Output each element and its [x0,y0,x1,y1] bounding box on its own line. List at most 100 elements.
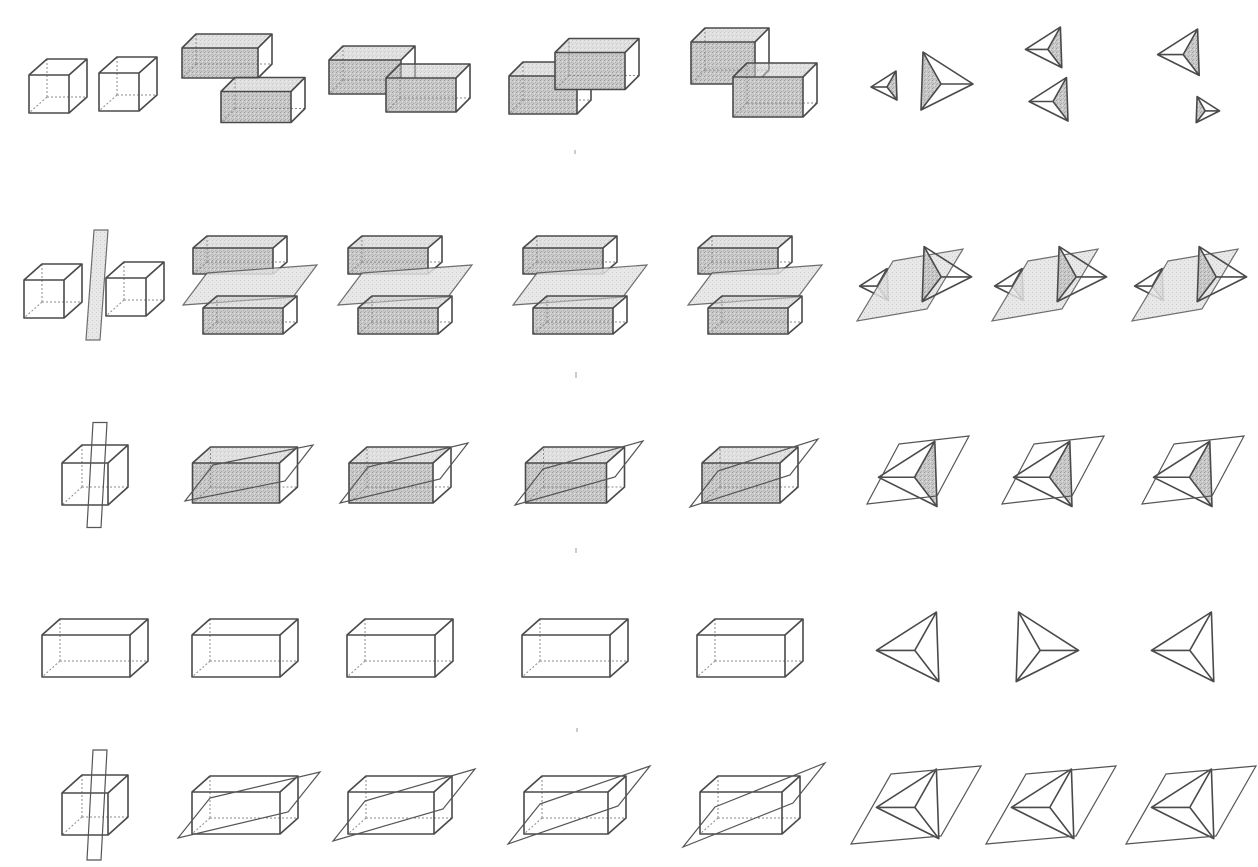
tetra-solid [1011,769,1073,839]
cell-1-8 [1158,29,1220,123]
cutting-plane [87,423,107,528]
cube-piece-right [106,262,164,316]
box-piece-lower [358,296,452,334]
cell-5-7 [986,766,1116,844]
cube-solid [62,775,128,835]
cell-3-4 [515,441,643,505]
tetra-solid [1151,612,1213,682]
row-pieces-with-plane [24,230,1247,340]
cube-piece-left [24,264,82,318]
shaded-face [203,308,283,334]
box-solid [192,776,298,834]
shaded-top [182,34,272,48]
cell-2-4 [513,236,647,334]
cell-4-3 [347,619,453,677]
hidden-edge [29,97,47,113]
cell-3-1 [62,423,128,528]
front-face [106,278,146,316]
box-piece-lower [386,64,470,112]
hidden-edge [697,661,715,677]
box-piece-lower [733,63,817,117]
hidden-edge [24,302,42,318]
front-face [192,792,280,834]
hidden-edge [106,300,124,316]
cube-piece-left [29,59,87,113]
edge [1190,650,1214,681]
cell-3-6 [867,436,969,507]
cutting-plane [1132,249,1238,321]
front-face [29,75,69,113]
cell-3-3 [340,443,468,503]
hidden-edge [192,661,210,677]
hidden-edge [700,818,718,834]
front-face [348,792,434,834]
shaded-face [386,78,456,112]
edge [915,769,937,807]
edge [69,59,87,75]
cell-4-2 [192,619,298,677]
cell-5-5 [683,763,825,847]
tetra-solid [1151,769,1213,839]
tetra-piece-top [1158,29,1200,75]
cell-2-1 [24,230,164,340]
cell-3-5 [690,439,818,507]
edge [435,619,453,635]
back-edges [42,619,148,677]
box-solid [349,447,451,503]
edge [915,807,939,838]
tetra-outline [1151,612,1213,682]
tetra-solid [876,612,938,682]
box-solid [348,776,452,834]
cutting-plane [508,766,650,844]
edge [108,775,128,793]
cell-4-8 [1151,612,1213,682]
cell-4-5 [697,619,803,677]
edge [108,445,128,463]
edge [280,619,298,635]
box-piece-lower [708,296,802,334]
cell-5-2 [178,772,320,838]
edge [1190,807,1214,838]
edge [64,264,82,280]
cell-3-8 [1142,436,1244,507]
cell-5-8 [1126,766,1256,844]
front-face [522,635,610,677]
edge [146,262,164,278]
cutting-plane [87,750,107,860]
cell-1-6 [871,52,973,110]
row-plane-through-solid-shaded [62,423,1244,528]
shaded-face [702,463,780,503]
tetra-piece-small [871,71,897,100]
edge [610,619,628,635]
cutting-plane [86,230,108,340]
front-face [700,792,782,834]
shaded-face [358,308,438,334]
tetra-piece-top [1025,27,1061,68]
edge [1050,807,1074,838]
shaded-face [182,48,258,78]
cell-2-5 [688,236,822,334]
cell-2-7 [992,247,1107,322]
tetra-outline [1151,769,1213,839]
box-solid [193,447,298,503]
cell-1-4 [509,39,639,115]
tetra-outline [876,612,938,682]
cube-piece-right [99,57,157,111]
cell-3-2 [185,445,313,503]
cell-1-7 [1025,27,1068,121]
cell-2-6 [857,247,972,322]
box-solid [347,619,453,677]
cutting-plane [857,249,963,321]
cell-2-2 [183,236,317,334]
tetra-outline [876,769,938,839]
back-edges [697,619,803,677]
hidden-edge [62,817,82,835]
tetra-piece-bottom [1029,78,1068,122]
box-solid [697,619,803,677]
box-piece-upper [182,34,272,78]
back-edges [192,776,298,834]
front-face [697,635,785,677]
front-face [99,73,139,111]
cell-4-1 [42,619,148,677]
cube-solid [62,445,128,505]
